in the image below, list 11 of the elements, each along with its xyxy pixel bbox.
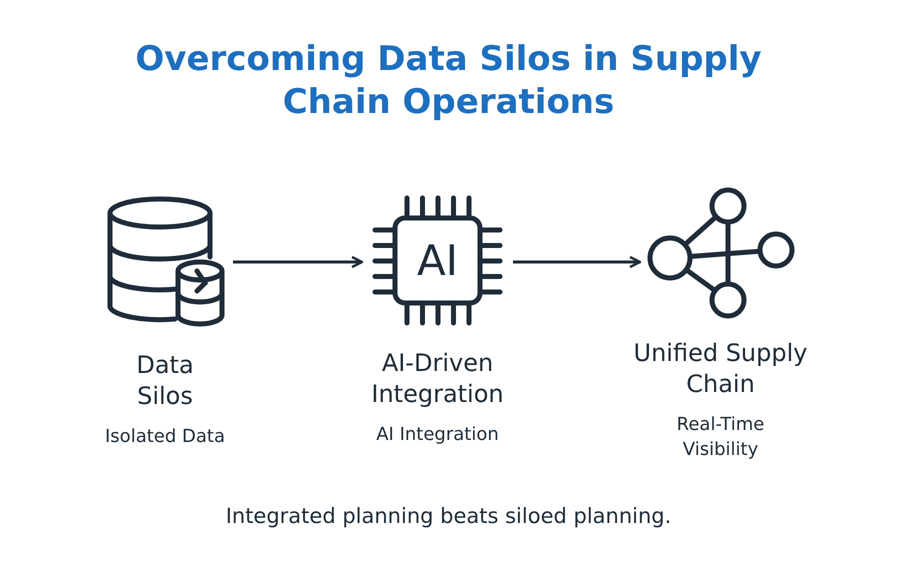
title: Overcoming Data Silos in Supply Chain Operations: [134, 38, 763, 124]
step-title: Unified Supply Chain: [632, 338, 808, 400]
step-subtitle: Real-Time Visibility: [676, 413, 766, 462]
step-title: Data Silos: [135, 350, 195, 412]
arrow: [233, 256, 364, 268]
step-subtitle: AI Integration: [375, 423, 500, 447]
step-title: AI-Driven Integration: [370, 348, 505, 410]
arrow: [513, 256, 642, 268]
step-subtitle: Isolated Data: [104, 425, 226, 449]
caption: Integrated planning beats siloed planning.: [224, 504, 672, 528]
chip-label: AI: [416, 237, 460, 285]
